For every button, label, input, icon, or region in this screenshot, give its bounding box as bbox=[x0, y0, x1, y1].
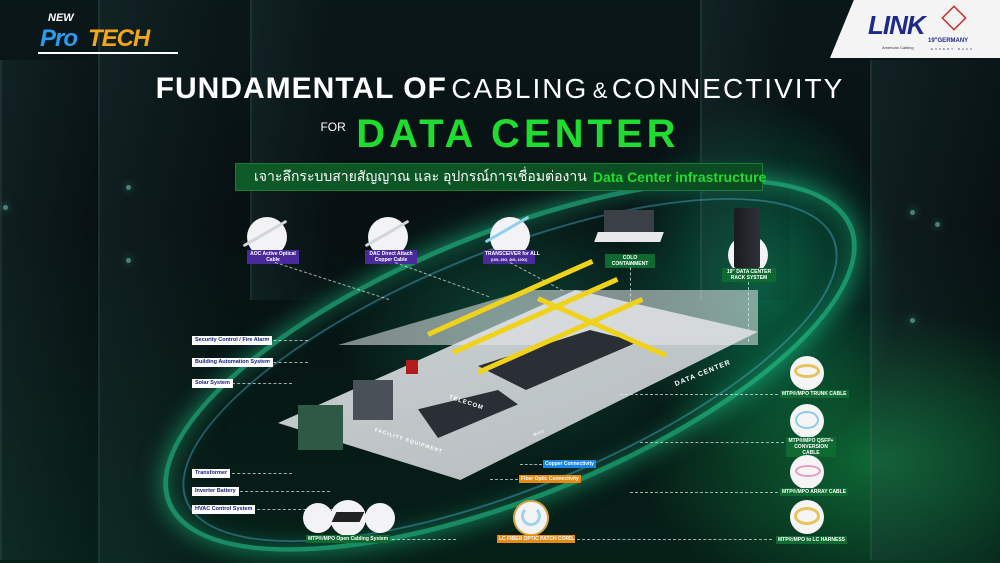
connector-line bbox=[232, 473, 292, 474]
open-cabling-image-3 bbox=[365, 503, 395, 533]
connector-line bbox=[392, 539, 456, 540]
connector-line bbox=[572, 539, 772, 540]
subtitle-bar: เจาะลึกระบบสายสัญญาณ และ อุปกรณ์การเชื่อ… bbox=[235, 163, 766, 191]
trunk-cable-tag: MTP®/MPO TRUNK CABLE bbox=[780, 390, 849, 398]
title-data-center: DATA CENTER bbox=[356, 112, 680, 156]
colo-containment-image bbox=[594, 210, 664, 244]
fiber-connectivity-tag: Fiber Optic Connectivity bbox=[519, 475, 581, 483]
germany-tagline: EXPERT RACK bbox=[931, 47, 975, 51]
bg-led bbox=[910, 210, 915, 215]
copper-connectivity-tag: Copper Connectivity bbox=[543, 460, 596, 468]
open-cabling-image-1 bbox=[303, 503, 333, 533]
qsfp-cable-tag: MTP®/MPO QSFP+ CONVERSION CABLE bbox=[786, 437, 836, 457]
protech-new-label: NEW bbox=[48, 12, 74, 24]
protech-tech-text: TECH bbox=[88, 25, 150, 52]
bg-led bbox=[3, 205, 8, 210]
building-back-wall bbox=[338, 290, 758, 345]
link-tagline: American Cabling bbox=[882, 45, 914, 50]
array-cable-tag: MTP®/MPO ARRAY CABLE bbox=[780, 488, 849, 496]
generator-unit bbox=[298, 405, 343, 450]
bg-led bbox=[910, 318, 915, 323]
transceiver-tag: TRANSCEIVER for ALL (10G, 25G, 40G, 100G… bbox=[483, 250, 540, 264]
subtitle-english: Data Center infrastructure bbox=[592, 169, 767, 185]
protech-underline bbox=[38, 52, 178, 54]
system-tag-hvac: HVAC Control System bbox=[192, 505, 256, 514]
system-tag-transformer: Transformer bbox=[192, 469, 231, 478]
connector-line bbox=[232, 383, 292, 384]
connector-line bbox=[268, 362, 308, 363]
transceiver-label: TRANSCEIVER for ALL bbox=[485, 251, 540, 257]
trunk-cable-icon bbox=[794, 364, 820, 378]
ups-cabinet bbox=[353, 380, 393, 420]
qsfp-cable-icon bbox=[795, 411, 819, 429]
bg-server-rack bbox=[870, 60, 1000, 560]
aoc-cable-tag: AOC Active Optical Cable bbox=[247, 250, 299, 264]
link-logo: LINK bbox=[868, 10, 926, 40]
system-tag-inverter: Inverter Battery bbox=[192, 487, 239, 496]
array-cable-icon bbox=[795, 465, 821, 477]
system-tag-solar: Solar System bbox=[192, 379, 233, 388]
germany-logo: 19"GERMANY bbox=[928, 38, 969, 44]
partner-logos-panel: LINK American Cabling 19"GERMANY EXPERT … bbox=[830, 0, 1000, 58]
bg-server-rack bbox=[0, 60, 100, 560]
lc-harness-icon bbox=[794, 507, 820, 525]
transceiver-sublabel: (10G, 25G, 40G, 100G) bbox=[490, 258, 528, 262]
connector-line bbox=[240, 491, 330, 492]
title-bold: FUNDAMENTAL OF bbox=[155, 72, 447, 105]
rack-system-tag: 19" DATA CENTER RACK SYSTEM bbox=[722, 268, 776, 282]
connector-line bbox=[268, 340, 308, 341]
connector-line bbox=[620, 394, 778, 395]
open-cabling-tag: MTP®/MPO Open Cabling System bbox=[306, 535, 391, 543]
connector-line bbox=[630, 492, 778, 493]
system-tag-security: Security Control / Fire Alarm bbox=[192, 336, 273, 345]
system-tag-bas: Building Automation System bbox=[192, 358, 273, 367]
connector-line bbox=[252, 509, 332, 510]
colo-containment-tag: COLO CONTAINMENT bbox=[605, 254, 655, 268]
title-connectivity: CONNECTIVITY bbox=[611, 73, 845, 104]
fire-alarm-panel bbox=[406, 360, 418, 374]
lc-harness-tag: MTP®/MPO to LC HARNESS bbox=[776, 536, 848, 544]
connector-line bbox=[520, 464, 542, 465]
bg-led bbox=[935, 222, 940, 227]
data-center-building-illustration: DATA CENTER TELECOM FACILITY EQUIPMENT M… bbox=[278, 259, 758, 480]
connector-line bbox=[490, 479, 518, 480]
connector-line bbox=[630, 262, 631, 312]
protech-pro-text: Pro bbox=[40, 25, 78, 52]
bg-led bbox=[126, 258, 131, 263]
bg-led bbox=[126, 185, 131, 190]
germany-cube-icon bbox=[941, 5, 967, 31]
title-for: FOR bbox=[320, 120, 346, 134]
title-highlight-row: FOR DATA CENTER bbox=[0, 112, 1000, 157]
lc-patch-cord-icon bbox=[521, 506, 541, 526]
dac-cable-tag: DAC Direct Attach Copper Cable bbox=[365, 250, 417, 264]
connector-line bbox=[640, 442, 784, 443]
patch-panel-icon bbox=[331, 512, 365, 522]
subtitle-thai: เจาะลึกระบบสายสัญญาณ และ อุปกรณ์การเชื่อ… bbox=[254, 168, 587, 184]
page-title: FUNDAMENTAL OF CABLING & CONNECTIVITY bbox=[0, 72, 1000, 106]
rack-cabinet-image bbox=[734, 208, 760, 268]
lc-patch-cord-tag: LC FIBER OPTIC PATCH CORD bbox=[497, 535, 575, 543]
title-amp: & bbox=[592, 78, 608, 103]
title-cabling: CABLING bbox=[451, 73, 589, 104]
